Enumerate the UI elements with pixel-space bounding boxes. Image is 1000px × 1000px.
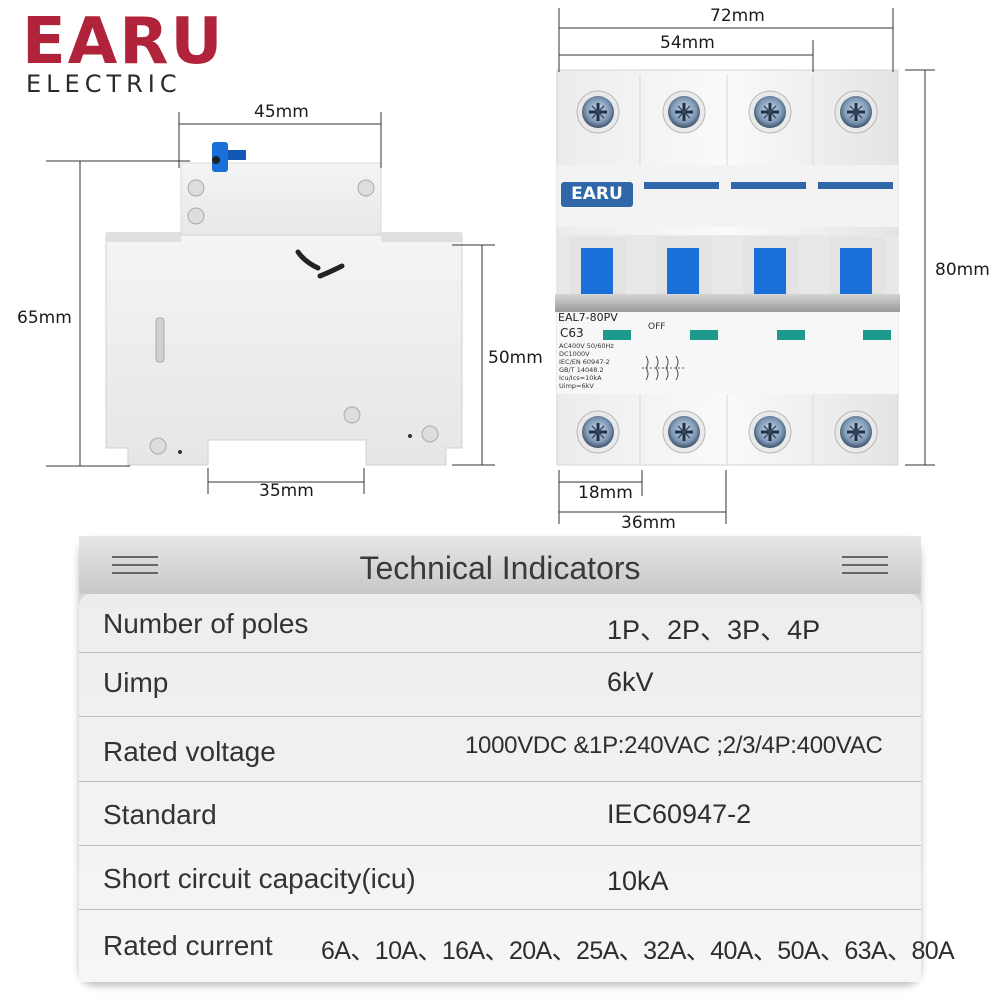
table-body: Number of poles 1P、2P、3P、4P Uimp 6kV Rat… xyxy=(79,594,955,982)
technical-indicators-table: Technical Indicators Number of poles 1P、… xyxy=(79,536,955,982)
screw-icon xyxy=(834,90,878,134)
dim-side-width: 45mm xyxy=(254,102,309,122)
screw-icon xyxy=(748,410,792,454)
row-value: 6A、10A、16A、20A、25A、32A、40A、50A、63A、80A xyxy=(321,937,955,965)
spec-line: DC1000V xyxy=(559,350,590,358)
dim-front-one-pole: 18mm xyxy=(578,483,633,503)
table-row: Short circuit capacity(icu) 10kA xyxy=(79,846,921,910)
brand-logo: EARU xyxy=(22,5,225,79)
dim-front-height: 80mm xyxy=(935,260,990,280)
row-value: 6kV xyxy=(607,667,654,697)
row-label: Number of poles xyxy=(103,608,309,639)
row-value: IEC60947-2 xyxy=(607,799,752,829)
row-label: Standard xyxy=(103,799,217,830)
screw-icon xyxy=(662,410,706,454)
side-dimension-lines xyxy=(46,112,495,494)
row-label: Rated current xyxy=(103,930,273,961)
side-handle xyxy=(212,142,228,172)
row-value: 10kA xyxy=(607,866,669,896)
menu-lines-icon xyxy=(842,556,888,580)
row-label: Uimp xyxy=(103,667,169,698)
screw-icon xyxy=(662,90,706,134)
dim-side-body-height: 50mm xyxy=(488,348,543,368)
screw-icon xyxy=(748,90,792,134)
specs-block: AC400V 50/60Hz DC1000V IEC/EN 60947-2 GB… xyxy=(559,342,614,390)
table-header: Technical Indicators xyxy=(79,536,921,594)
screw-icon xyxy=(576,410,620,454)
table-row: Uimp 6kV xyxy=(79,653,921,717)
front-dimension-lines xyxy=(558,8,935,524)
front-view xyxy=(555,69,900,466)
spec-line: AC400V 50/60Hz xyxy=(559,342,614,350)
brand-subtitle: ELECTRIC xyxy=(26,70,182,98)
screw-icon xyxy=(576,90,620,134)
spec-line: Icu/Ics=10kA xyxy=(559,374,602,382)
model-text: EAL7-80PV xyxy=(558,311,618,324)
spec-line: Uimp=6kV xyxy=(559,382,594,390)
dim-side-height: 65mm xyxy=(17,308,72,328)
front-brand-text: EARU xyxy=(571,184,623,204)
dim-front-two-pole: 36mm xyxy=(621,513,676,533)
spec-line: IEC/EN 60947-2 xyxy=(559,358,610,366)
dim-front-width: 72mm xyxy=(710,6,765,26)
row-value: 1P、2P、3P、4P xyxy=(607,615,821,645)
row-value: 1000VDC &1P:240VAC ;2/3/4P:400VAC xyxy=(465,732,883,759)
screw-icon xyxy=(834,410,878,454)
row-label: Short circuit capacity(icu) xyxy=(103,863,416,894)
dim-front-three-pole: 54mm xyxy=(660,33,715,53)
side-view xyxy=(105,142,463,466)
rating-text: C63 xyxy=(560,326,584,340)
off-label: OFF xyxy=(648,322,666,332)
table-row: Number of poles 1P、2P、3P、4P xyxy=(79,594,921,653)
menu-lines-icon xyxy=(112,556,158,580)
table-row: Rated current 6A、10A、16A、20A、25A、32A、40A… xyxy=(79,910,955,982)
dim-side-rail: 35mm xyxy=(259,481,314,501)
spec-line: GB/T 14048.2 xyxy=(559,366,604,374)
table-title: Technical Indicators xyxy=(359,550,641,586)
table-row: Rated voltage 1000VDC &1P:240VAC ;2/3/4P… xyxy=(79,717,921,782)
row-label: Rated voltage xyxy=(103,736,276,767)
front-handles xyxy=(570,237,885,295)
front-brand-label xyxy=(561,182,633,207)
table-row: Standard IEC60947-2 xyxy=(79,782,921,846)
